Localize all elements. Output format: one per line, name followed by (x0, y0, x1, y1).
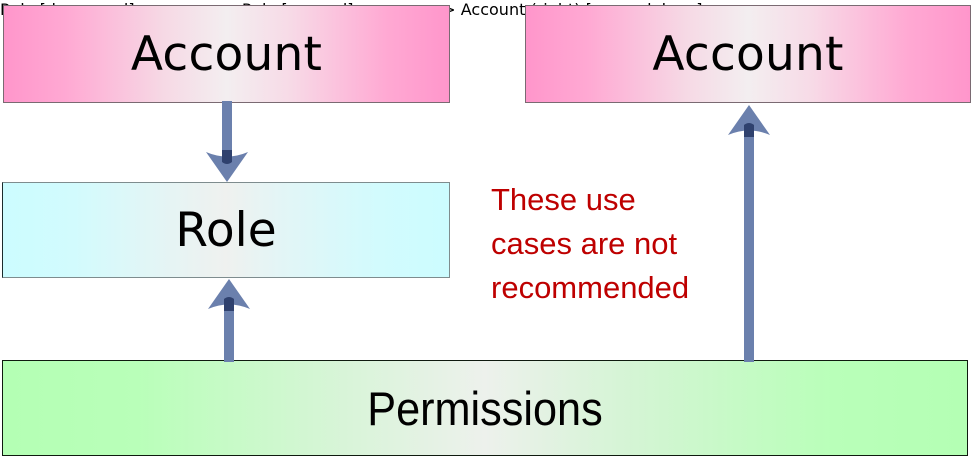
node-account-right[interactable]: Account (525, 5, 971, 103)
arrow-permissions-to-account (720, 104, 778, 362)
node-account-left[interactable]: Account (3, 5, 450, 103)
arrow-account-to-role (198, 101, 256, 183)
node-role-label: Role (175, 202, 277, 258)
node-permissions-label: Permissions (367, 381, 603, 435)
node-account-left-label: Account (130, 26, 323, 82)
node-permissions[interactable]: Permissions (2, 360, 968, 456)
arrow-permissions-to-role (200, 278, 258, 362)
node-account-right-label: Account (652, 26, 844, 82)
annotation-not-recommended: These use cases are not recommended (491, 182, 690, 305)
node-role[interactable]: Role (2, 182, 450, 278)
